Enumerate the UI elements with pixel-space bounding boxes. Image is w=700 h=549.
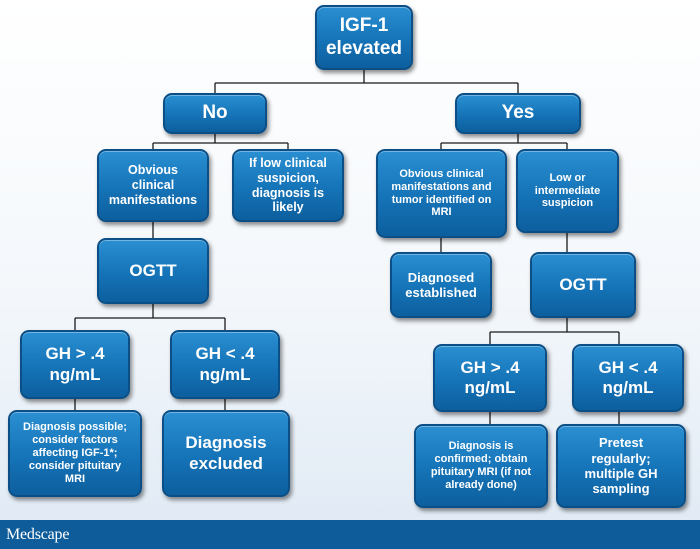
node-diagnosed-established: Diagnosed established [390,252,492,318]
node-yes-obvious-tumor: Obvious clinical manifestations and tumo… [376,149,507,238]
node-yes-low-intermediate: Low or intermediate suspicion [516,149,619,233]
node-no-ogtt: OGTT [97,238,209,304]
node-diagnosis-confirmed: Diagnosis is confirmed; obtain pituitary… [414,424,548,508]
node-diagnosis-excluded: Diagnosis excluded [162,410,290,497]
node-pretest-regularly: Pretest regularly; multiple GH sampling [556,424,686,508]
connector-ogtt-left [74,304,226,330]
node-igf1-elevated: IGF-1 elevated [315,5,413,70]
connector-root [214,70,519,93]
node-yes-gh-high: GH > .4 ng/mL [433,344,547,412]
node-yes-ogtt: OGTT [530,252,636,318]
node-yes: Yes [455,93,581,134]
medscape-logo: Medscape [6,526,70,543]
connector-yes [440,134,568,149]
node-diagnosis-possible: Diagnosis possible; consider factors aff… [8,410,142,497]
node-no: No [163,93,267,134]
node-no-gh-high: GH > .4 ng/mL [20,330,130,399]
node-no-obvious-manifestations: Obvious clinical manifestations [97,149,209,222]
node-no-low-suspicion: If low clinical suspicion, diagnosis is … [232,149,344,222]
flowchart: IGF-1 elevated No Yes Obvious clinical m… [8,5,686,508]
connector-lines [74,70,620,424]
node-no-gh-low: GH < .4 ng/mL [170,330,280,399]
node-yes-gh-low: GH < .4 ng/mL [572,344,684,412]
footer-bar: Medscape [0,520,700,549]
connector-no [152,134,289,149]
connector-ogtt-right [489,318,620,344]
